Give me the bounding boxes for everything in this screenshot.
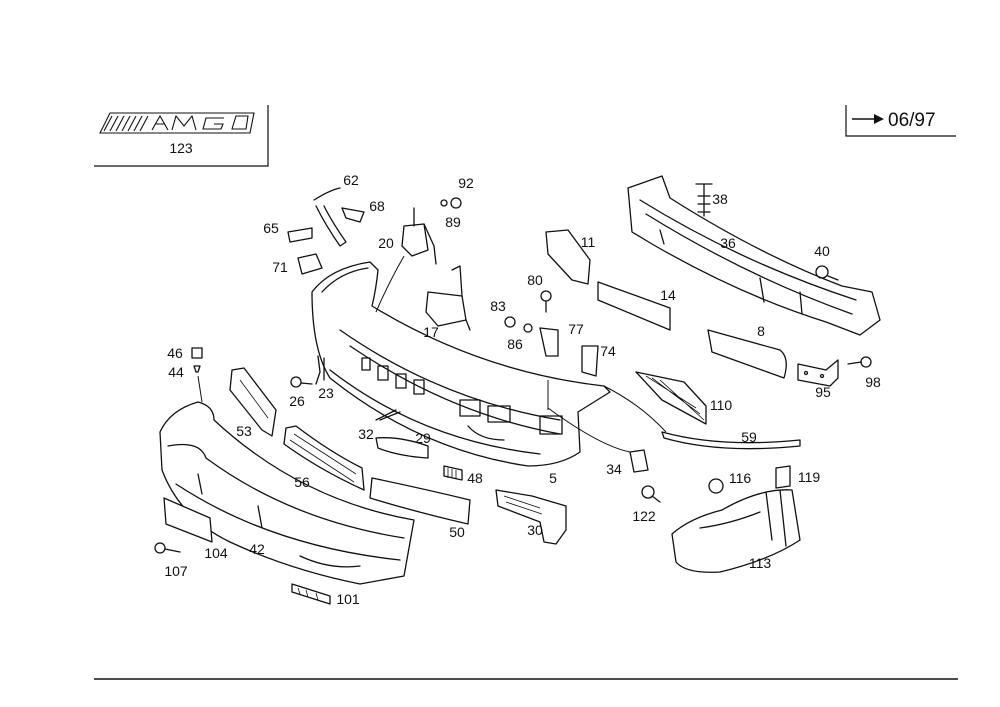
part-5-bumper-shell: [311, 261, 611, 467]
callout-53: 53: [236, 423, 252, 439]
callout-56: 56: [294, 474, 310, 490]
callout-89: 89: [445, 214, 461, 230]
part-83-nut: [504, 316, 516, 328]
part-23-clip: [315, 355, 325, 385]
date-label: 06/97: [888, 110, 936, 131]
callout-17: 17: [423, 324, 439, 340]
part-59-trim-strip: [661, 431, 801, 450]
callout-8: 8: [757, 323, 765, 339]
group-number: 123: [169, 140, 193, 156]
part-113-corner-cover: [671, 489, 801, 573]
callout-110: 110: [710, 397, 733, 413]
part-110-grille-insert: [635, 371, 707, 425]
part-80-screw: [540, 290, 552, 313]
callout-34: 34: [606, 461, 622, 477]
part-26-screw: [290, 376, 313, 388]
part-20-bracket: [401, 207, 437, 265]
part-44-clip: [193, 365, 201, 373]
date-marker: 06/97: [845, 105, 956, 137]
part-48-grille: [443, 465, 463, 481]
callout-101: 101: [336, 591, 360, 607]
right-arrow-icon: [852, 114, 884, 124]
callout-92: 92: [458, 175, 474, 191]
callout-83: 83: [490, 298, 506, 314]
part-65-clip: [287, 227, 313, 243]
callout-68: 68: [369, 198, 385, 214]
part-107-screw: [154, 542, 181, 554]
part-32-strip: [375, 409, 401, 421]
callout-26: 26: [289, 393, 305, 409]
callout-50: 50: [449, 524, 465, 540]
part-36-reinforcement-beam: [627, 175, 881, 336]
part-71-clip: [297, 253, 323, 275]
callout-122: 122: [632, 508, 656, 524]
part-77-bracket: [539, 327, 559, 357]
callout-40: 40: [814, 243, 830, 259]
part-34-clip: [629, 449, 649, 473]
callout-95: 95: [815, 384, 831, 400]
part-14-strip: [597, 281, 671, 331]
leader-lines: [197, 255, 667, 453]
callout-5: 5: [549, 470, 557, 486]
callout-38: 38: [712, 191, 728, 207]
part-50-spoiler-strip: [369, 477, 471, 525]
amg-logo: [99, 112, 255, 134]
callout-98: 98: [865, 374, 881, 390]
callout-48: 48: [467, 470, 483, 486]
callout-119: 119: [798, 469, 821, 485]
part-104-plate-holder: [163, 497, 213, 543]
part-40-bolt: [815, 265, 839, 281]
callout-labels: 62 92 68 65 89 20 71 11 38 36 40 80 14 83 77 17 86 74 8 46 4…: [164, 172, 881, 607]
callout-44: 44: [168, 364, 184, 380]
callout-30: 30: [527, 522, 543, 538]
part-30-bracket: [495, 489, 567, 545]
part-74-bracket: [581, 345, 599, 377]
part-42-bumper-cover: [159, 401, 415, 585]
part-86-washer: [523, 323, 533, 333]
callout-14: 14: [660, 287, 676, 303]
part-29-clip: [375, 437, 429, 459]
part-53-grille-strip: [229, 367, 277, 437]
callout-46: 46: [167, 345, 183, 361]
callout-113: 113: [749, 555, 772, 571]
part-62-moulding: [313, 187, 347, 247]
part-95-bracket: [797, 359, 839, 387]
part-38-clip: [695, 183, 713, 217]
callout-32: 32: [358, 426, 374, 442]
part-92-nut: [450, 197, 462, 209]
part-11-absorber: [545, 229, 591, 285]
callout-80: 80: [527, 272, 543, 288]
part-122-screw: [641, 485, 661, 503]
part-17-bracket: [425, 265, 471, 331]
callout-77: 77: [568, 321, 584, 337]
part-89-washer: [440, 199, 448, 207]
callout-36: 36: [720, 235, 736, 251]
part-8-impact-strip: [707, 329, 787, 379]
part-119-clip: [775, 465, 791, 489]
part-98-bolt: [847, 356, 872, 368]
callout-71: 71: [272, 259, 288, 275]
amg-logo-frame: 123: [94, 105, 269, 167]
callout-107: 107: [164, 563, 188, 579]
part-46-clip: [191, 347, 203, 359]
callout-42: 42: [249, 541, 265, 557]
callout-29: 29: [415, 430, 431, 446]
callout-86: 86: [507, 336, 523, 352]
callout-20: 20: [378, 235, 394, 251]
part-68-clip: [341, 207, 365, 223]
part-56-grille-insert: [283, 425, 365, 491]
callout-74: 74: [600, 343, 616, 359]
callout-11: 11: [581, 234, 596, 250]
callout-104: 104: [204, 545, 228, 561]
callout-23: 23: [318, 385, 334, 401]
callout-116: 116: [729, 470, 752, 486]
callout-62: 62: [343, 172, 359, 188]
callout-65: 65: [263, 220, 279, 236]
part-116-nut: [708, 478, 724, 494]
part-101-badge: [291, 583, 331, 605]
callout-59: 59: [741, 429, 757, 445]
